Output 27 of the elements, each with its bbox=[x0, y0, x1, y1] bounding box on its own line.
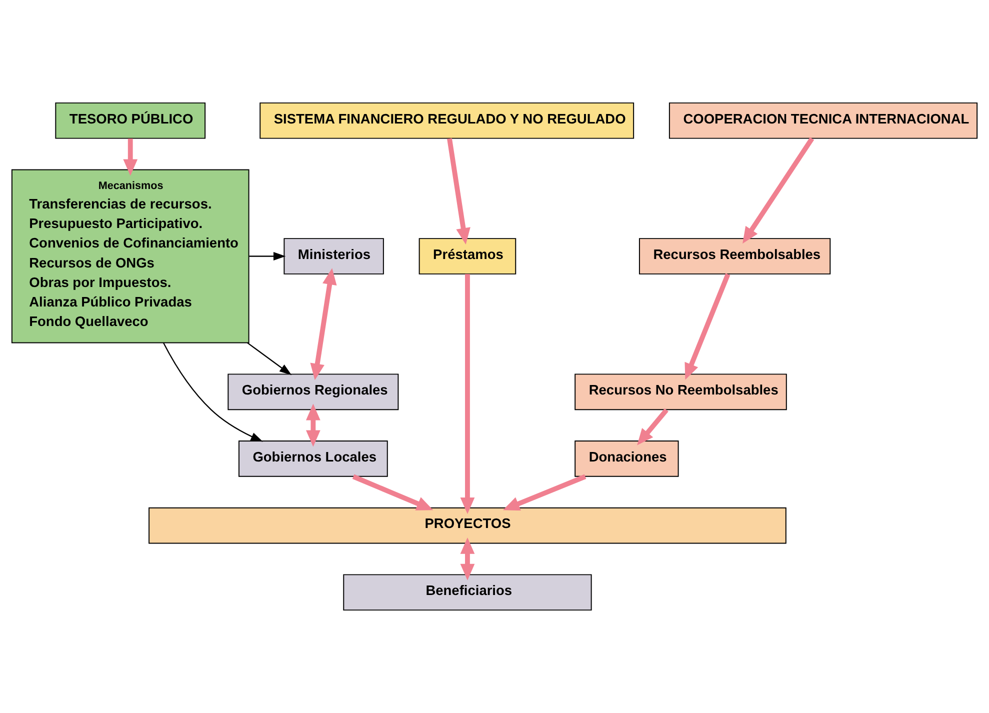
node-box: Préstamos bbox=[418, 238, 516, 274]
arrow bbox=[123, 138, 138, 176]
arrow bbox=[684, 273, 730, 380]
node-box: TESORO PÚBLICO bbox=[55, 102, 206, 139]
arrow bbox=[352, 474, 434, 510]
node-box: PROYECTOS bbox=[148, 507, 786, 544]
arrow bbox=[447, 138, 470, 245]
node-box: Donaciones bbox=[574, 440, 679, 477]
arrow bbox=[247, 342, 292, 376]
node-box: Gobiernos Regionales bbox=[228, 374, 399, 410]
arrow bbox=[162, 342, 263, 442]
arrow bbox=[310, 268, 337, 380]
node-box: SISTEMA FINANCIERO REGULADO Y NO REGULADO bbox=[260, 102, 634, 139]
node-box: Ministerios bbox=[284, 238, 384, 274]
node-box: Recursos No Reembolsables bbox=[574, 374, 787, 410]
node-box: COOPERACION TECNICA INTERNACIONAL bbox=[668, 102, 978, 139]
arrow bbox=[637, 408, 668, 446]
node-box: Recursos Reembolsables bbox=[638, 238, 831, 274]
node-box: Mecanismos Transferencias de recursos. Presupuesto Participativo. Convenios de Cofinanciamiento Recursos de ONGs Obras por Impuestos. Alianza Público Privadas Fondo Quellaveco bbox=[11, 169, 250, 344]
arrow bbox=[742, 137, 814, 244]
arrow bbox=[306, 404, 320, 447]
arrow bbox=[249, 252, 286, 261]
node-box: Gobiernos Locales bbox=[238, 440, 388, 477]
arrow bbox=[460, 274, 475, 514]
arrow bbox=[503, 474, 586, 511]
arrow bbox=[460, 537, 475, 580]
node-box: Beneficiarios bbox=[343, 574, 592, 611]
